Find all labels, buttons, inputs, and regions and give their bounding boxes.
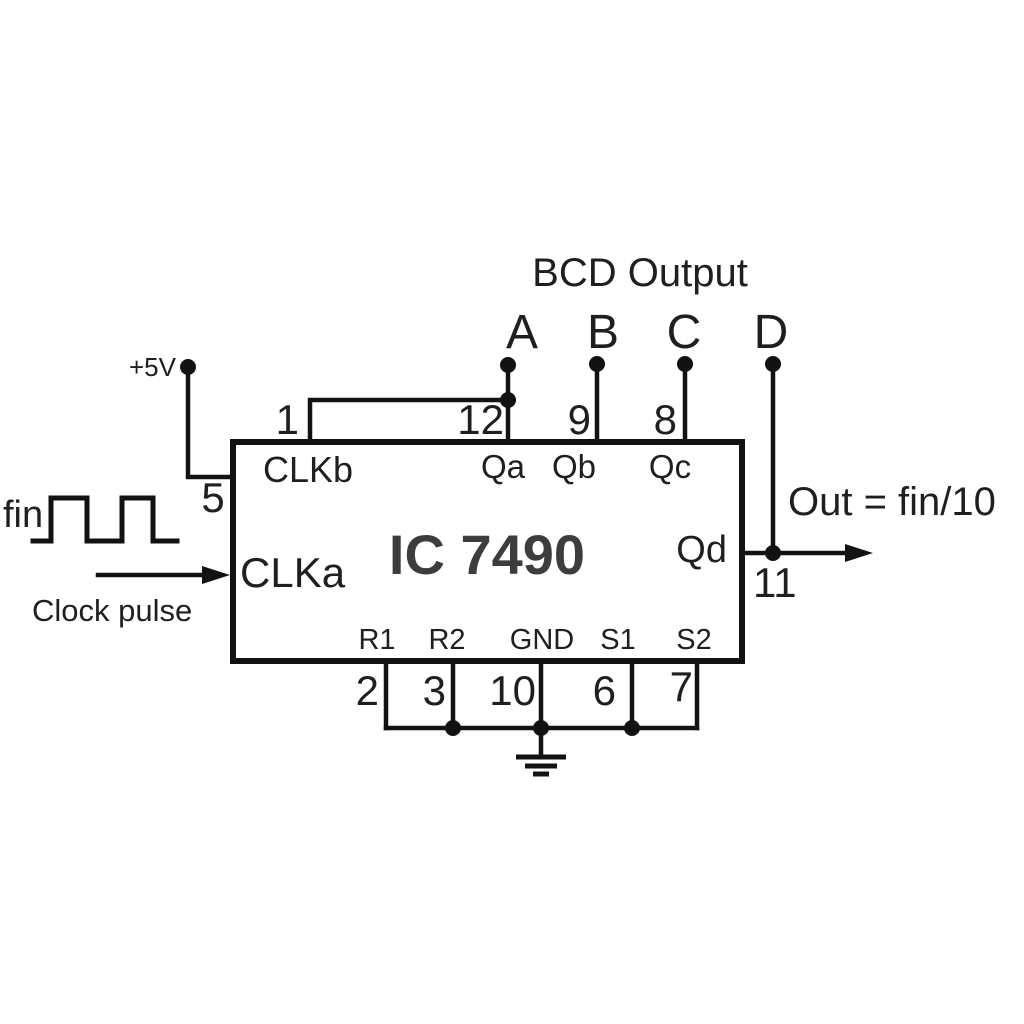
ground-symbol [516,725,566,777]
clock-arrow-head-icon [202,566,230,584]
pin-number-2: 2 [356,667,379,714]
pin-number-7: 7 [670,663,693,710]
terminal-c-wire [677,356,693,445]
ic-part-number: IC 7490 [389,523,585,586]
terminal-dot-a [500,357,516,373]
pin-label-clka: CLKa [240,549,346,596]
output-equation-label: Out = fin/10 [788,480,996,524]
pin-label-qb: Qb [552,448,596,485]
pin-number-6: 6 [593,667,616,714]
pin-label-qd: Qd [676,529,727,571]
pin-number-3: 3 [423,667,446,714]
supply-wire [185,364,236,480]
pin-number-11: 11 [753,559,797,606]
pin-number-12: 12 [457,396,504,443]
terminal-label-b: B [587,306,619,359]
pin-label-qc: Qc [649,448,691,485]
pin-label-s2: S2 [676,624,711,656]
clock-input-branch: fin Clock pulse [3,494,230,628]
clock-waveform [30,495,180,544]
pin-number-8: 8 [654,396,677,443]
terminal-dot-b [589,356,605,372]
terminal-dot-c [677,356,693,372]
terminal-a-wire [500,357,516,445]
clock-caption: Clock pulse [32,593,192,628]
pin-label-r2: R2 [428,624,465,656]
terminal-dot-d [765,356,781,372]
pin-number-10: 10 [489,667,536,714]
power-supply-branch: +5V 5 [129,352,236,521]
terminal-b-wire [589,356,605,445]
pin-number-1: 1 [276,396,299,443]
terminal-d-wire [765,356,781,561]
clock-signal-label: fin [3,494,43,536]
terminal-label-a: A [506,306,538,359]
output-arrow-head-icon [845,544,873,562]
supply-voltage-label: +5V [129,352,177,382]
output-branch: 11 Out = fin/10 [739,480,996,606]
bcd-output-title: BCD Output [532,251,748,295]
terminal-label-c: C [667,306,702,359]
pin-label-gnd: GND [510,624,574,656]
pin-number-5: 5 [201,474,224,521]
feedback-wire-qa-to-clkb [307,397,511,445]
pin-number-9: 9 [568,396,591,443]
terminal-label-d: D [754,306,789,359]
pin-label-s1: S1 [600,624,635,656]
junction-dot-pin3 [445,720,461,736]
junction-dot-pin6 [624,720,640,736]
pin-label-r1: R1 [358,624,395,656]
pin-label-qa: Qa [481,448,526,485]
pin-label-clkb: CLKb [263,449,353,490]
